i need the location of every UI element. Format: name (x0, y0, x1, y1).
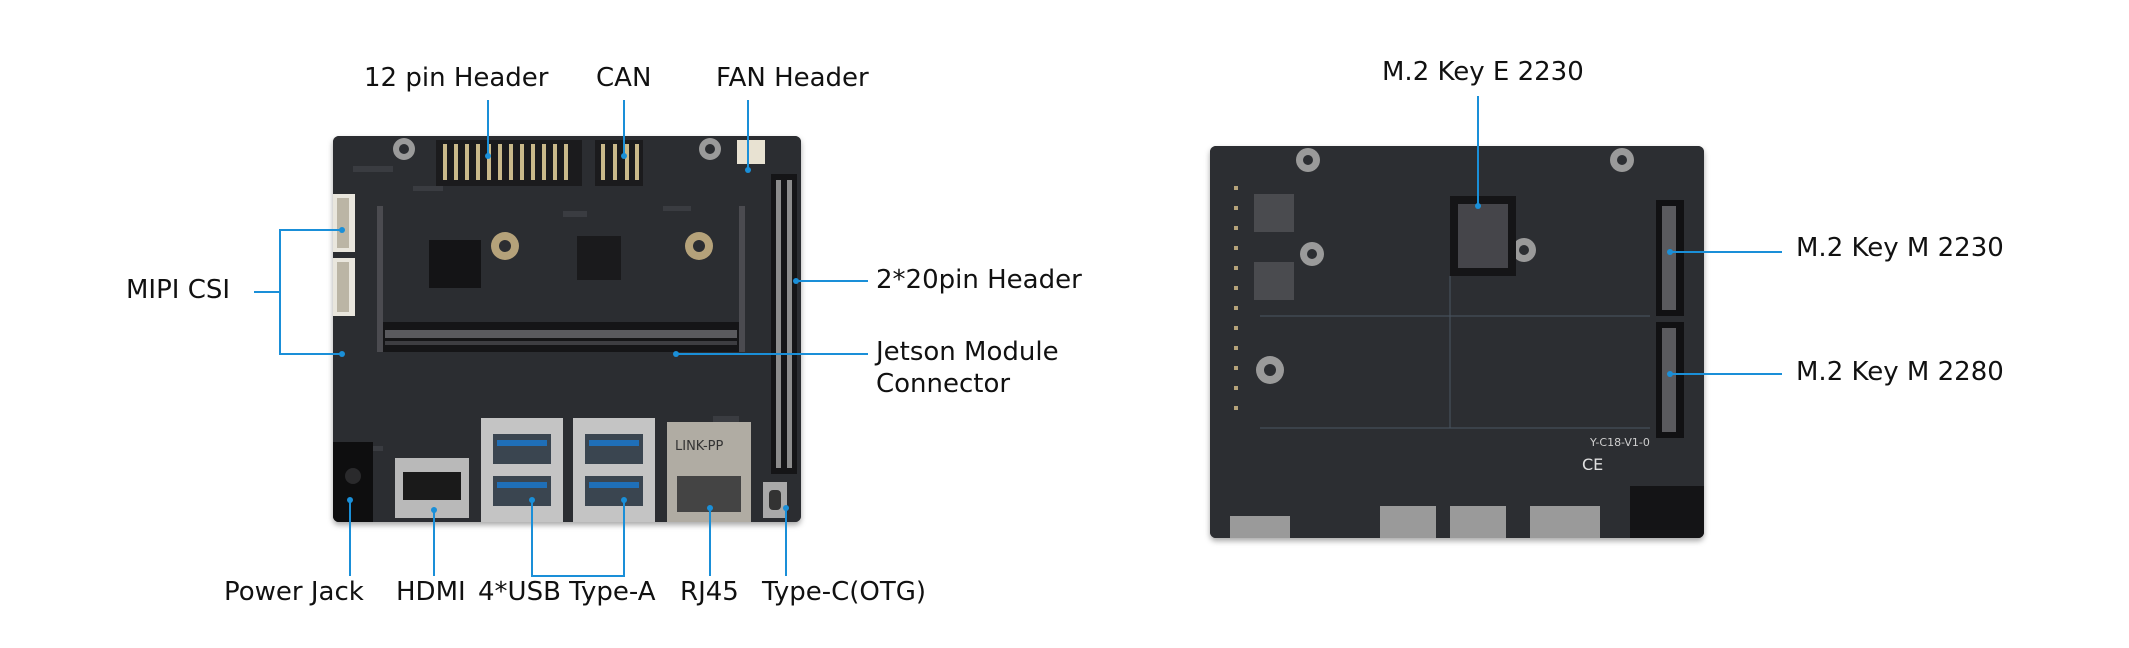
label-40-pin-header: 2*20pin Header (876, 265, 1082, 295)
fan-header (737, 140, 765, 164)
label-mipi-csi: MIPI CSI (126, 275, 231, 305)
usb-port-stack (481, 418, 563, 522)
callout-line-usb (531, 500, 625, 577)
label-rj45: RJ45 (680, 577, 739, 607)
front-board-artwork: LINK-PP (333, 136, 801, 522)
callout-line-mipi-csi (279, 229, 342, 355)
label-m2-key-m-2230: M.2 Key M 2230 (1796, 233, 2004, 263)
mipi-csi-connector (333, 194, 355, 316)
rj45-marking: LINK-PP (675, 439, 723, 454)
ce-mark: CE (1582, 455, 1603, 474)
label-can: CAN (596, 63, 652, 93)
board-revision-text: Y-C18-V1-0 (1589, 436, 1650, 449)
label-jetson-connector-line2: Connector (876, 369, 1011, 399)
label-typec: Type-C(OTG) (762, 577, 927, 607)
power-jack (333, 442, 373, 522)
label-usb: 4*USB Type-A (478, 577, 656, 607)
label-hdmi: HDMI (396, 577, 466, 607)
label-jetson-connector-line1: Jetson Module (876, 337, 1059, 367)
typec-port (763, 482, 787, 518)
40-pin-header (771, 174, 797, 474)
jetson-module-connector (377, 206, 745, 352)
mounting-hole (1256, 148, 1634, 384)
label-fan-header: FAN Header (716, 63, 869, 93)
usb-port-stack (573, 418, 655, 522)
mounting-hole (393, 138, 721, 260)
m2-key-m-2280-slot (1656, 322, 1684, 438)
chip (429, 240, 481, 288)
back-board: Y-C18-V1-0 CE (1210, 146, 1704, 538)
label-m2-key-m-2280: M.2 Key M 2280 (1796, 357, 2004, 387)
back-board-artwork: Y-C18-V1-0 CE (1210, 146, 1704, 538)
label-m2-key-e: M.2 Key E 2230 (1382, 57, 1584, 87)
front-board: LINK-PP (333, 136, 801, 522)
can-header (595, 140, 643, 186)
m2-key-m-2230-slot (1656, 200, 1684, 316)
label-power-jack: Power Jack (224, 577, 364, 607)
label-12-pin-header: 12 pin Header (364, 63, 549, 93)
12-pin-header (436, 140, 582, 186)
m2-key-e-slot (1450, 196, 1516, 276)
